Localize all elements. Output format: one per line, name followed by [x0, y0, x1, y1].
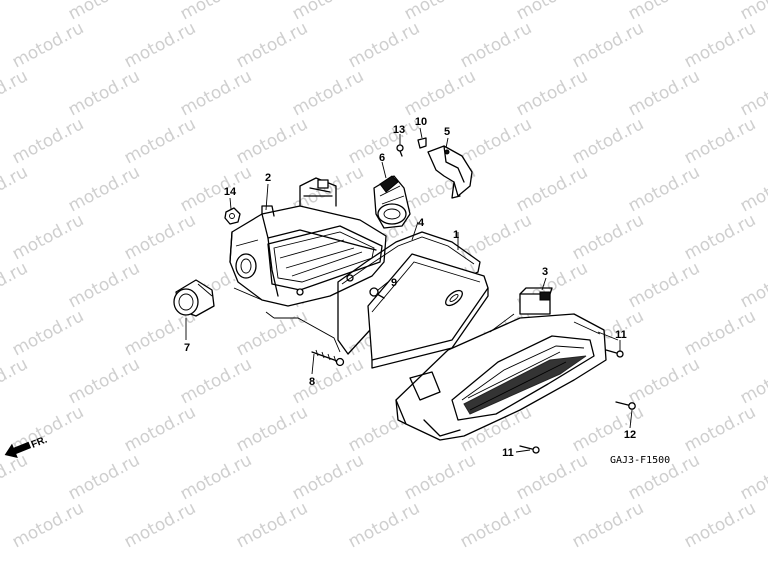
callout-leaders	[185, 127, 633, 453]
watermark-text: motod.ru	[513, 66, 591, 120]
callout-1: 1	[453, 229, 459, 241]
watermark-text: motod.ru	[681, 114, 759, 168]
watermark-text: motod.ru	[0, 66, 31, 120]
watermark-text: motod.ru	[569, 18, 647, 72]
watermark-text: motod.ru	[289, 450, 367, 504]
watermark-text: motod.ru	[737, 0, 768, 24]
gasket	[337, 231, 481, 355]
callout-labels: 1 2 3 4 5 6 7 8 9 10 11 11 12 13 14	[184, 116, 636, 459]
watermark-text: motod.ru	[513, 450, 591, 504]
watermark-text: motod.ru	[177, 66, 255, 120]
callout-4: 4	[418, 217, 425, 229]
connector-tube	[373, 175, 411, 229]
watermark-text: motod.ru	[457, 210, 535, 264]
watermark-text: motod.ru	[457, 114, 535, 168]
watermark-text: motod.ru	[177, 162, 255, 216]
watermark-text: motod.ru	[0, 0, 31, 24]
watermark-text: motod.ru	[0, 258, 31, 312]
watermark-text: motod.ru	[681, 498, 759, 552]
diagram-code: GAJ3-F1500	[610, 455, 670, 466]
watermark-text: motod.ru	[345, 498, 423, 552]
watermark-text: motod.ru	[233, 18, 311, 72]
watermark-text: motod.ru	[681, 402, 759, 456]
watermark-text: motod.ru	[401, 450, 479, 504]
watermark-text: motod.ru	[0, 354, 31, 408]
watermark-text: motod.ru	[121, 18, 199, 72]
watermark-text: motod.ru	[9, 498, 87, 552]
watermark-text: motod.ru	[121, 114, 199, 168]
watermark-text: motod.ru	[177, 450, 255, 504]
fasteners	[224, 137, 636, 454]
callout-5: 5	[444, 126, 450, 138]
watermark-text: motod.ru	[625, 162, 703, 216]
watermark-text: motod.ru	[233, 114, 311, 168]
watermark-text: motod.ru	[625, 66, 703, 120]
watermark-text: motod.ru	[681, 306, 759, 360]
assembly-lines	[265, 232, 619, 353]
air-cleaner-cover	[395, 287, 607, 441]
watermark-text: motod.ru	[625, 354, 703, 408]
callout-10: 10	[415, 116, 427, 128]
watermark-text: motod.ru	[401, 66, 479, 120]
watermark-text: motod.ru	[513, 162, 591, 216]
watermark-text: motod.ru	[0, 162, 31, 216]
watermark-text: motod.ru	[289, 66, 367, 120]
watermark-text: motod.ru	[9, 18, 87, 72]
watermark-text: motod.ru	[9, 306, 87, 360]
watermark-text: motod.ru	[233, 498, 311, 552]
callout-3: 3	[542, 266, 548, 278]
callout-13: 13	[393, 124, 405, 136]
watermark-text: motod.ru	[121, 498, 199, 552]
bracket	[427, 145, 473, 199]
watermark-text: motod.ru	[233, 402, 311, 456]
watermark-text: motod.ru	[65, 162, 143, 216]
watermark-text: motod.ru	[177, 354, 255, 408]
watermark-text: motod.ru	[737, 66, 768, 120]
watermark-text: motod.ru	[9, 114, 87, 168]
watermark-text: motod.ru	[65, 66, 143, 120]
watermark-text: motod.ru	[569, 114, 647, 168]
watermark-text: motod.ru	[9, 210, 87, 264]
callout-9: 9	[391, 277, 397, 289]
watermark-text: motod.ru	[737, 354, 768, 408]
watermark-text: motod.ru	[121, 210, 199, 264]
watermark-text: motod.ru	[121, 402, 199, 456]
watermark-text: motod.ru	[625, 258, 703, 312]
callout-2: 2	[265, 172, 271, 184]
watermark-text: motod.ru	[569, 498, 647, 552]
watermark-text: motod.ru	[65, 450, 143, 504]
watermark-text: motod.ru	[681, 18, 759, 72]
watermark-text: motod.ru	[737, 258, 768, 312]
watermark-text: motod.ru	[569, 210, 647, 264]
watermark-text: motod.ru	[0, 450, 31, 504]
watermark-text: motod.ru	[681, 210, 759, 264]
watermark-text: motod.ru	[65, 258, 143, 312]
callout-12: 12	[624, 429, 636, 441]
watermark-text: motod.ru	[737, 162, 768, 216]
watermark-text: motod.ru	[457, 498, 535, 552]
watermark-text: motod.ru	[233, 306, 311, 360]
callout-14: 14	[224, 186, 237, 198]
watermark-text: motod.ru	[737, 450, 768, 504]
callout-11-upper: 11	[615, 329, 627, 341]
watermark-text: motod.ru	[457, 18, 535, 72]
callout-8: 8	[309, 376, 315, 388]
callout-11-lower: 11	[502, 447, 514, 459]
intake-tube	[173, 279, 215, 317]
watermark-text: motod.ru	[345, 18, 423, 72]
callout-7: 7	[184, 342, 190, 354]
watermark-text: motod.ru	[65, 354, 143, 408]
callout-6: 6	[379, 152, 385, 164]
watermark-text: motod.ru	[289, 354, 367, 408]
